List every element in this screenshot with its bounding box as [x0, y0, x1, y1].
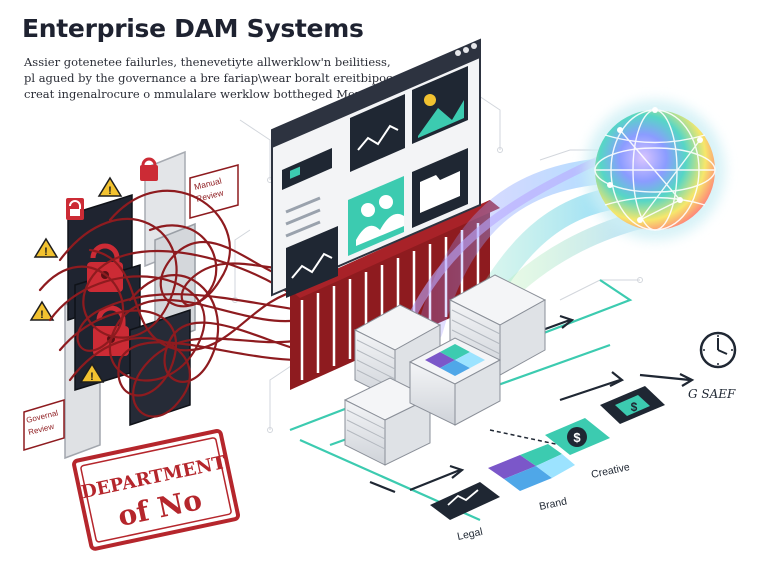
svg-text:!: ! — [44, 246, 48, 258]
globe-icon — [585, 100, 725, 240]
creative-label: Creative — [590, 461, 631, 481]
image-icon — [412, 66, 468, 144]
svg-text:!: ! — [90, 371, 94, 383]
document-stack — [343, 377, 432, 466]
lock-icon — [140, 157, 158, 181]
page-subtitle: Assier gotenetee failurles, thenevetiyte… — [24, 54, 404, 102]
svg-text:!: ! — [108, 185, 112, 197]
people-icon — [348, 176, 404, 256]
clock-icon — [699, 331, 737, 369]
document-stack — [408, 337, 502, 426]
governal-review-tag: Governal Review — [23, 398, 65, 452]
legal-card: Legal — [430, 482, 500, 543]
department-of-no-stamp: DEPARTMENT of No — [72, 429, 241, 551]
brand-card: Brand — [488, 444, 575, 513]
chart-icon — [286, 226, 338, 298]
tangled-wires — [38, 189, 302, 418]
subtitle-line: creat ingenalrocure o mmulalare werklow … — [24, 87, 380, 101]
warning-icon: ! — [79, 362, 105, 383]
page-title: Enterprise DAM Systems — [22, 14, 364, 43]
subtitle-line: Assier gotenetee failurles, thenevetiyte… — [24, 55, 391, 69]
chart-icon — [350, 94, 405, 172]
manual-review-tag: Manual Review — [189, 164, 239, 219]
warning-icon: ! — [97, 176, 123, 197]
legal-label: Legal — [456, 526, 484, 543]
svg-text:!: ! — [40, 309, 44, 321]
color-tile-cube — [425, 344, 485, 376]
asset-browser-window — [271, 38, 481, 298]
subtitle-line: pl agued by the governance a bre fariap\… — [24, 71, 400, 85]
brand-label: Brand — [538, 495, 568, 513]
lock-icon — [66, 198, 84, 220]
dollar-icon: $ — [600, 386, 665, 424]
warning-icon: ! — [33, 237, 59, 258]
sidebar-block — [282, 148, 332, 190]
safe-label: G SAEF — [688, 387, 736, 401]
svg-text:$: $ — [573, 430, 581, 445]
dashed-connector — [489, 429, 561, 446]
svg-text:$: $ — [631, 400, 638, 414]
folder-icon — [412, 148, 468, 228]
arrow-icon — [369, 314, 695, 494]
warning-icon: ! — [29, 300, 55, 321]
